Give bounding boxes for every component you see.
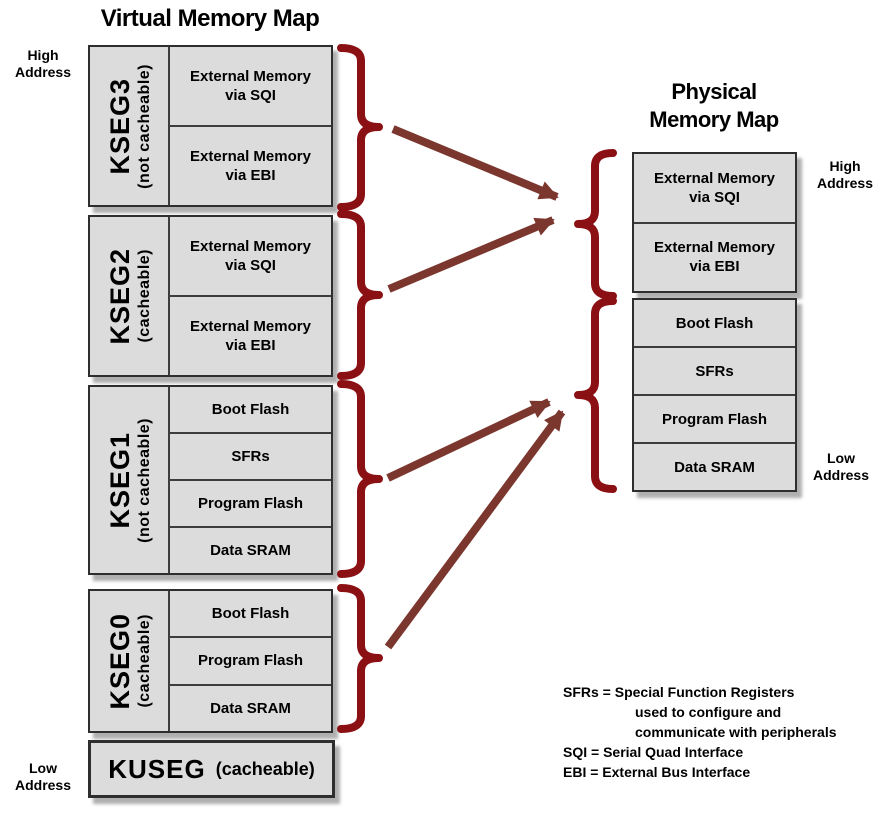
- kseg3-block: KSEG3 (not cacheable) External Memory vi…: [88, 45, 333, 207]
- legend-ebi-definition: EBI = External Bus Interface: [563, 764, 751, 780]
- physical-internal-cells: Boot Flash SFRs Program Flash Data SRAM: [634, 300, 795, 490]
- arrow-kseg0-to-physical-internal: [384, 409, 566, 650]
- kseg3-name: KSEG3: [104, 77, 135, 175]
- kseg2-name: KSEG2: [104, 247, 135, 345]
- memory-cell: External Memory via SQI: [170, 47, 331, 127]
- kseg3-cells: External Memory via SQI External Memory …: [170, 47, 331, 205]
- physical-external-memory-block: External Memory via SQI External Memory …: [632, 152, 797, 293]
- kuseg-block: KUSEG (cacheable): [88, 740, 335, 798]
- memory-cell: Boot Flash: [634, 300, 795, 348]
- kseg3-cacheability: (not cacheable): [135, 63, 153, 189]
- kseg1-label: KSEG1 (not cacheable): [90, 387, 170, 573]
- physical-external-cells: External Memory via SQI External Memory …: [634, 154, 795, 291]
- physical-internal-memory-block: Boot Flash SFRs Program Flash Data SRAM: [632, 298, 797, 492]
- memory-cell: External Memory via SQI: [170, 217, 331, 297]
- kuseg-name: KUSEG: [108, 753, 206, 784]
- kseg3-brace: [337, 44, 383, 211]
- legend-sqi-definition: SQI = Serial Quad Interface: [563, 744, 744, 760]
- memory-cell: External Memory via EBI: [190, 148, 311, 184]
- kseg2-cells: External Memory via SQI External Memory …: [170, 217, 331, 375]
- physical-high-address-label: High Address: [816, 158, 874, 191]
- physical-internal-brace: [574, 297, 617, 493]
- kuseg-cacheability: (cacheable): [215, 758, 315, 779]
- memory-cell: Boot Flash: [170, 387, 331, 434]
- kseg3-label: KSEG3 (not cacheable): [90, 47, 170, 205]
- legend-sfrs-definition-cont: communicate with peripherals: [635, 724, 837, 740]
- kseg1-cells: Boot Flash SFRs Program Flash Data SRAM: [170, 387, 331, 573]
- legend-sfrs-definition: SFRs = Special Function Registers: [563, 684, 795, 700]
- kseg0-cells: Boot Flash Program Flash Data SRAM: [170, 591, 331, 731]
- memory-cell: Data SRAM: [210, 542, 291, 559]
- arrow-kseg3-to-physical-external: [391, 125, 559, 201]
- kseg1-name: KSEG1: [104, 431, 135, 529]
- physical-external-brace: [574, 149, 617, 300]
- kseg0-brace: [337, 584, 383, 733]
- physical-low-address-label: Low Address: [812, 450, 870, 483]
- memory-cell: External Memory via EBI: [654, 239, 775, 276]
- virtual-low-address-label: Low Address: [14, 760, 72, 793]
- memory-cell: Data SRAM: [674, 458, 755, 476]
- arrow-kseg1-to-physical-internal: [386, 398, 551, 482]
- memory-cell: Program Flash: [170, 481, 331, 528]
- kseg2-brace: [337, 210, 383, 380]
- kseg2-block: KSEG2 (cacheable) External Memory via SQ…: [88, 215, 333, 377]
- memory-cell: SFRs: [634, 348, 795, 396]
- kseg0-cacheability: (cacheable): [135, 614, 153, 708]
- kseg2-label: KSEG2 (cacheable): [90, 217, 170, 375]
- legend: SFRs = Special Function Registers used t…: [563, 682, 837, 782]
- kseg2-cacheability: (cacheable): [135, 249, 153, 343]
- kseg0-label: KSEG0 (cacheable): [90, 591, 170, 731]
- memory-cell: External Memory via EBI: [190, 318, 311, 354]
- kseg1-cacheability: (not cacheable): [135, 417, 153, 543]
- memory-cell: External Memory via SQI: [634, 154, 795, 224]
- memory-cell: Data SRAM: [210, 699, 291, 717]
- physical-memory-map-title: Physical Memory Map: [649, 79, 779, 132]
- kseg0-name: KSEG0: [104, 612, 135, 710]
- legend-sfrs-definition-cont: used to configure and: [635, 704, 782, 720]
- kseg1-brace: [337, 380, 383, 578]
- memory-cell: Program Flash: [170, 638, 331, 686]
- memory-cell: SFRs: [170, 434, 331, 481]
- kseg1-block: KSEG1 (not cacheable) Boot Flash SFRs Pr…: [88, 385, 333, 575]
- memory-cell: Program Flash: [634, 396, 795, 444]
- arrow-kseg2-to-physical-external: [387, 216, 555, 293]
- kseg0-block: KSEG0 (cacheable) Boot Flash Program Fla…: [88, 589, 333, 733]
- virtual-memory-map-title: Virtual Memory Map: [100, 5, 320, 32]
- virtual-high-address-label: High Address: [14, 47, 72, 80]
- memory-cell: Boot Flash: [170, 591, 331, 639]
